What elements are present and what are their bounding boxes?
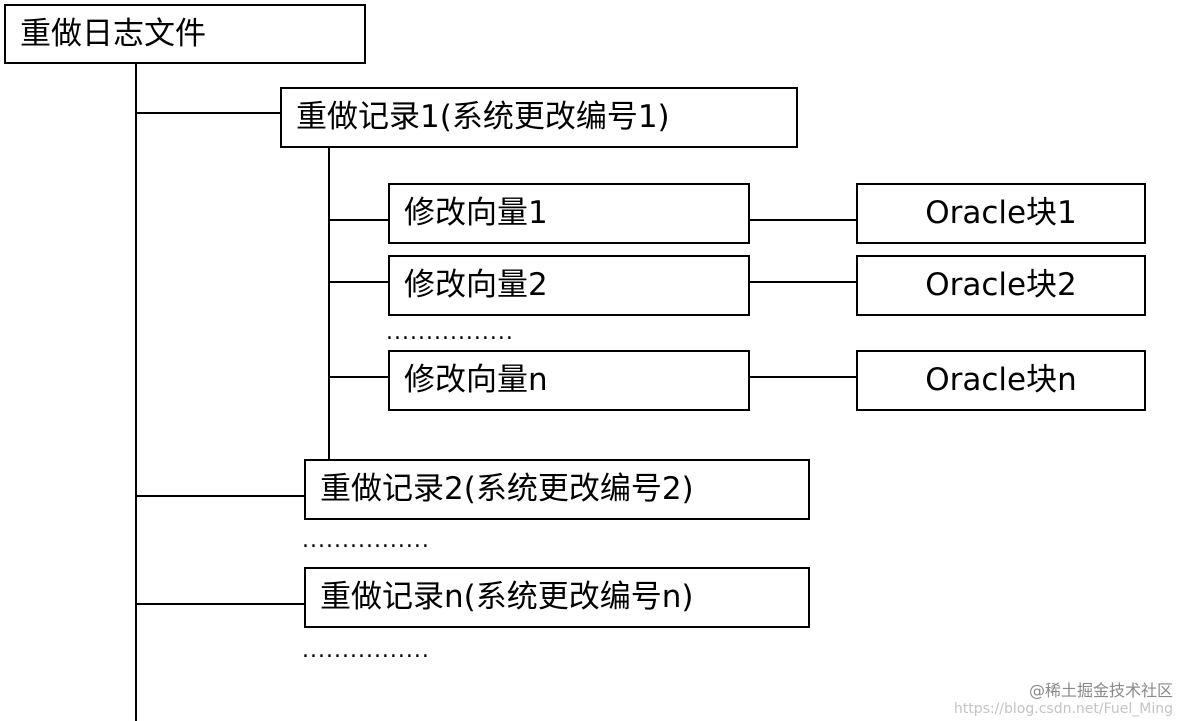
records-ellipsis-2: ................ xyxy=(302,638,430,663)
change-vector-1-box: 修改向量1 xyxy=(388,183,750,244)
redo-record-1-label: 重做记录1(系统更改编号1) xyxy=(296,99,670,135)
connector-block-2 xyxy=(748,281,858,283)
record-1-trunk-line xyxy=(328,147,330,461)
connector-record-n xyxy=(135,603,306,605)
change-vector-1-label: 修改向量1 xyxy=(404,195,548,231)
connector-vector-2 xyxy=(328,281,390,283)
oracle-block-n-box: Oracle块n xyxy=(856,350,1146,411)
redo-record-n-box: 重做记录n(系统更改编号n) xyxy=(304,567,810,628)
records-ellipsis-1: ................ xyxy=(302,528,430,553)
oracle-block-2-label: Oracle块2 xyxy=(925,267,1077,303)
redo-log-file-box: 重做日志文件 xyxy=(4,4,366,64)
redo-record-2-box: 重做记录2(系统更改编号2) xyxy=(304,459,810,520)
connector-block-n xyxy=(748,376,858,378)
redo-record-n-label: 重做记录n(系统更改编号n) xyxy=(320,579,694,615)
change-vector-2-box: 修改向量2 xyxy=(388,255,750,316)
change-vector-n-box: 修改向量n xyxy=(388,350,750,411)
file-trunk-line xyxy=(135,62,137,721)
watermark-text: @稀土掘金技术社区 xyxy=(1028,681,1173,700)
oracle-block-2-box: Oracle块2 xyxy=(856,255,1146,316)
connector-vector-1 xyxy=(328,219,390,221)
change-vector-n-label: 修改向量n xyxy=(404,362,548,398)
redo-log-file-label: 重做日志文件 xyxy=(20,15,206,52)
connector-record-2 xyxy=(135,495,306,497)
connector-block-1 xyxy=(748,219,858,221)
connector-record-1 xyxy=(135,112,282,114)
vectors-ellipsis: ................ xyxy=(386,320,514,345)
watermark-url: https://blog.csdn.net/Fuel_Ming xyxy=(953,701,1173,717)
redo-record-2-label: 重做记录2(系统更改编号2) xyxy=(320,471,694,507)
oracle-block-1-label: Oracle块1 xyxy=(925,195,1077,231)
redo-record-1-box: 重做记录1(系统更改编号1) xyxy=(280,87,798,148)
connector-vector-n xyxy=(328,376,390,378)
change-vector-2-label: 修改向量2 xyxy=(404,267,548,303)
oracle-block-1-box: Oracle块1 xyxy=(856,183,1146,244)
oracle-block-n-label: Oracle块n xyxy=(925,362,1077,398)
